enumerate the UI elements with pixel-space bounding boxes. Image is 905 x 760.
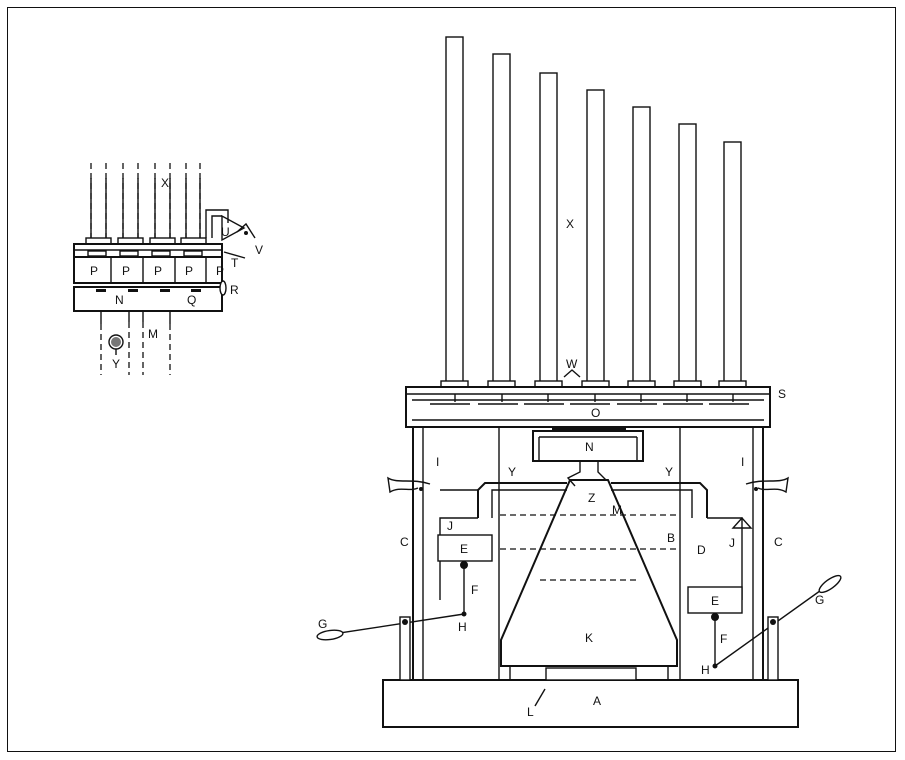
inset-label-p2: P bbox=[122, 264, 130, 278]
label-o: O bbox=[591, 406, 600, 420]
pipe-caret bbox=[563, 369, 581, 378]
inset-pipes bbox=[90, 163, 201, 240]
label-h-left: H bbox=[458, 620, 467, 634]
label-i-left: I bbox=[436, 455, 439, 469]
inset-wind-chest bbox=[73, 286, 223, 312]
label-n: N bbox=[585, 440, 594, 454]
inset-reservoir bbox=[221, 214, 246, 242]
inset-label-q: Q bbox=[187, 293, 196, 307]
label-w: W bbox=[566, 357, 578, 371]
lever-post-left bbox=[399, 616, 411, 681]
label-x: X bbox=[566, 217, 574, 231]
valve-stem bbox=[566, 461, 581, 487]
link-rod-left bbox=[439, 517, 478, 600]
inset-label-t: T bbox=[231, 256, 239, 270]
label-y-left: Y bbox=[508, 465, 516, 479]
inset-label-u: U bbox=[221, 225, 230, 239]
inset-label-m: M bbox=[148, 327, 158, 341]
label-l: L bbox=[527, 705, 534, 719]
inset-label-y: Y bbox=[112, 357, 120, 371]
inset-label-p1: P bbox=[90, 264, 98, 278]
main-diagram: X W S O N I I Y Y Z M B C C J J D E E F … bbox=[316, 36, 842, 728]
label-g-right: G bbox=[815, 593, 824, 607]
pallet-box bbox=[532, 430, 644, 462]
label-i-right: I bbox=[741, 455, 744, 469]
label-f-right: F bbox=[720, 632, 727, 646]
label-m: M bbox=[612, 503, 622, 517]
label-c-left: C bbox=[400, 535, 409, 549]
label-s: S bbox=[778, 387, 786, 401]
label-a: A bbox=[593, 694, 601, 708]
lever-post-right bbox=[767, 616, 779, 681]
base-platform bbox=[382, 679, 799, 728]
inset-label-p3: P bbox=[154, 264, 162, 278]
pump-lever-left bbox=[319, 613, 465, 637]
air-intake-right bbox=[745, 476, 789, 494]
label-y-right: Y bbox=[665, 465, 673, 479]
wind-trunk-right bbox=[611, 482, 708, 518]
pump-handle-right bbox=[818, 574, 842, 594]
label-f-left: F bbox=[471, 583, 478, 597]
label-h-right: H bbox=[701, 663, 710, 677]
inset-label-p4: P bbox=[185, 264, 193, 278]
inset-reservoir-pipe bbox=[205, 209, 229, 238]
air-intake-left bbox=[387, 476, 431, 494]
label-g-left: G bbox=[318, 617, 327, 631]
label-z: Z bbox=[588, 491, 595, 505]
bellows-reservoir bbox=[500, 479, 678, 667]
inset-label-n: N bbox=[115, 293, 124, 307]
chest-sliders bbox=[430, 394, 749, 405]
frame-columns bbox=[412, 427, 764, 680]
inset-label-r: R bbox=[230, 283, 239, 297]
weight-e-left bbox=[437, 534, 493, 562]
inset-pipe-feet bbox=[85, 237, 207, 245]
inset-stop-knob bbox=[219, 280, 227, 296]
label-j-left: J bbox=[447, 519, 453, 533]
leader-l bbox=[534, 688, 546, 707]
inset-diagram: X U V T P P P P P R N Q M Y bbox=[73, 163, 263, 375]
organ-pipes bbox=[440, 36, 747, 388]
label-e-right: E bbox=[711, 594, 719, 608]
label-e-left: E bbox=[460, 542, 468, 556]
label-d: D bbox=[697, 543, 706, 557]
inset-label-x: X bbox=[161, 176, 169, 190]
label-c-right: C bbox=[774, 535, 783, 549]
label-j-right: J bbox=[729, 536, 735, 550]
wind-trunk-left bbox=[477, 482, 567, 518]
label-b: B bbox=[667, 531, 675, 545]
wind-chest bbox=[405, 386, 771, 428]
bellows-foot bbox=[545, 667, 637, 681]
pump-handle-left bbox=[316, 629, 344, 641]
inset-label-p5: P bbox=[216, 264, 224, 278]
label-k: K bbox=[585, 631, 593, 645]
inset-label-v: V bbox=[255, 243, 263, 257]
